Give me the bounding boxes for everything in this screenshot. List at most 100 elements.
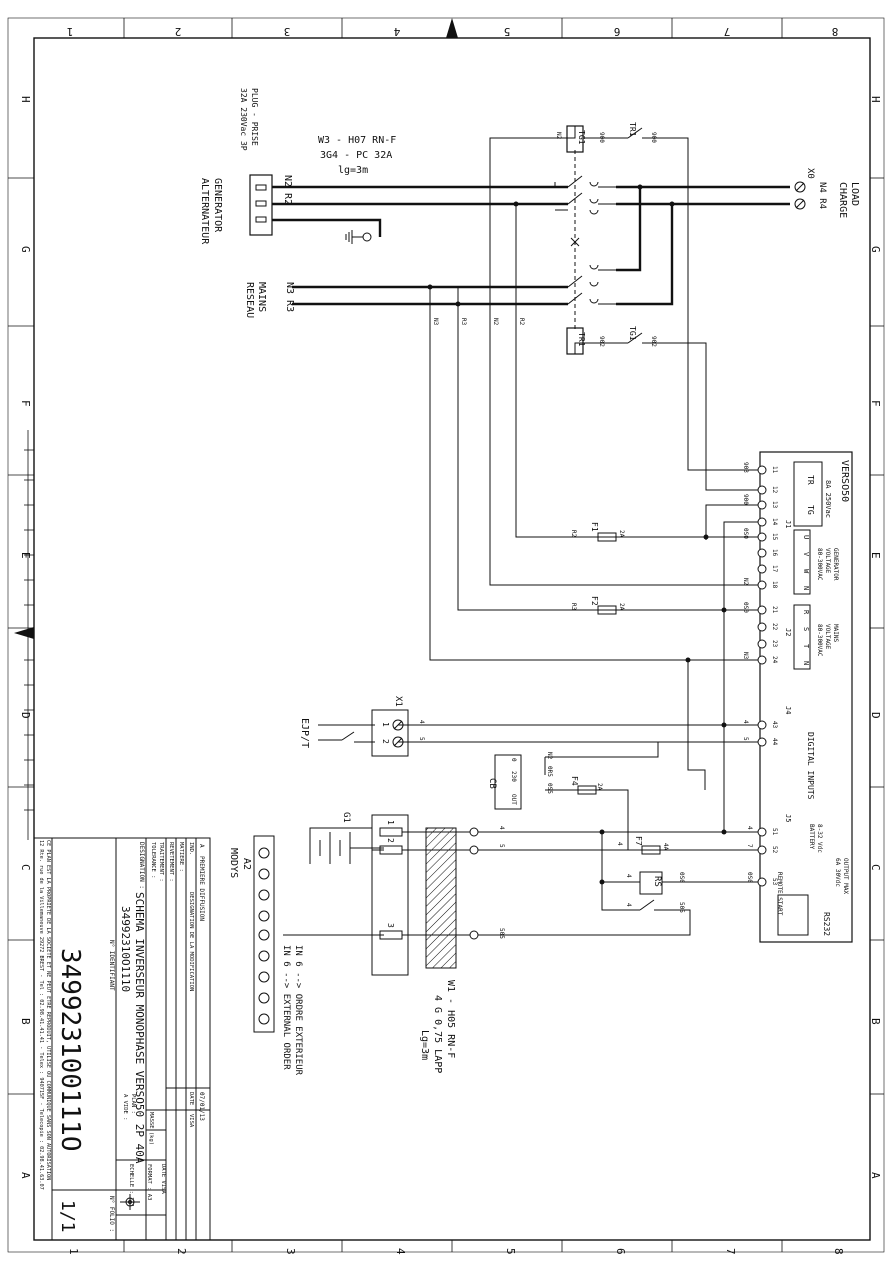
modys-a2-label: A2 (241, 858, 252, 870)
ruler-top-5: 5 (504, 25, 511, 38)
verso-gen-u: U (802, 535, 810, 539)
wire-4-g: 4 (625, 874, 632, 878)
earth-symbol (345, 230, 372, 244)
tb-designation-label: DESIGNATION : (138, 842, 145, 889)
load-label-2: CHARGE (837, 182, 848, 218)
load-terminals-label: N4 R4 (817, 182, 827, 209)
cable-w3-line-1: W3 - H07 RN-F (318, 135, 396, 146)
conn-term-2: 2 (386, 838, 395, 843)
ruler-top-1: 1 (67, 25, 74, 38)
x1-label: X1 (393, 696, 403, 707)
verso-j1: J1 (784, 520, 792, 528)
ruler-top-3: 3 (284, 25, 291, 38)
ruler-left-C: C (19, 864, 32, 871)
ejp-label: EJP/T (299, 718, 310, 748)
ruler-side-right: H G F E D C B A (869, 96, 882, 1179)
fuse-f3-label: F4 (570, 776, 579, 786)
wire-902-b: 902 (650, 336, 657, 347)
verso-relay-tr: TR (806, 475, 815, 485)
verso-battery-1: 8-32 Vdc (816, 824, 823, 853)
wire-4-f: 4 (616, 842, 623, 846)
conn-term-3: 3 (386, 923, 395, 928)
modys-terminals (258, 847, 270, 1025)
wire-4-d: 4 (746, 826, 753, 830)
power-busbars (272, 185, 790, 306)
wire-n2-v: N2 (492, 318, 499, 326)
term-22: 22 (771, 623, 778, 631)
verso-rating: 8A 250Vac (824, 480, 832, 518)
verso-mains-voltage-1: MAINS (832, 624, 839, 642)
wire-0s0-d: 0S0 (746, 872, 753, 883)
wire-5-c: 5 (498, 844, 505, 848)
generator-label-2: ALTERNATEUR (199, 178, 210, 245)
wire-0s5: 0S5 (546, 783, 553, 794)
tb-matiere: MATIERE : (178, 842, 184, 872)
wire-n2-cb: N2 (546, 752, 553, 760)
tb-date: DATE (188, 1092, 194, 1105)
cable-w1-line-3: Lg=3m (419, 1030, 430, 1060)
rs232-connector (777, 894, 809, 936)
tb-rev-a-text: PREMIERE DIFFUSION (198, 856, 205, 921)
fuse-f1: F1 2A (590, 522, 625, 542)
ruler-bottom-5: 5 (504, 1248, 517, 1255)
term-51: 51 (771, 828, 778, 836)
tb-tolerance: TOLERANCE : (150, 842, 156, 878)
ruler-bottom-3: 3 (284, 1248, 297, 1255)
ruler-top-8: 8 (832, 25, 839, 38)
ruler-bottom: 1 2 3 4 5 6 7 8 (67, 1248, 845, 1255)
wire-n3-r: N3 (742, 652, 749, 660)
battery-g1 (309, 827, 384, 864)
ruler-bottom-8: 8 (832, 1248, 845, 1255)
ruler-right-B: B (869, 1018, 882, 1025)
ruler-top: 1 2 3 4 5 6 7 8 (67, 25, 839, 38)
ruler-right-C: C (869, 864, 882, 871)
cable-w1-line-1: W1 - H05 RN-F (445, 980, 456, 1058)
title-block (33, 837, 211, 1241)
wire-tg1-bottom: TG1 (628, 326, 637, 341)
mains-terminals-label: N3 R3 (284, 282, 295, 312)
tb-revetement: REVETEMENT : (168, 842, 174, 882)
tb-traitement: TRAITEMENT : (158, 842, 164, 882)
verso-output-2: 6A 30Vdc (834, 858, 841, 887)
fuse-f3-rating: 2A (596, 783, 603, 791)
cb-term-0: 0 (510, 758, 517, 762)
rs-relay (639, 871, 663, 895)
cable-w1-hatch (425, 827, 457, 969)
tb-rev-a: A (198, 844, 205, 848)
verso-mains-n: N (802, 661, 810, 665)
verso-j4: J4 (784, 706, 792, 714)
term-12: 12 (771, 486, 778, 494)
tb-modif: DESIGNATION DE LA MODIFICATION (188, 892, 194, 991)
plug-label-2: 32A 230Vac 3P (239, 88, 248, 151)
verso-output-1: OUTPUT MAX (842, 858, 849, 895)
ruler-left-H: H (19, 96, 32, 103)
fuse-f1-label: F1 (590, 522, 599, 532)
ruler-left-G: G (19, 246, 32, 253)
wire-r2-f1: R2 (570, 530, 577, 538)
ruler-left-D: D (19, 712, 32, 719)
g1-label: G1 (341, 812, 351, 823)
tb-code: 34992310O1110 (119, 906, 132, 992)
ruler-right-F: F (869, 400, 882, 407)
mains-label-1: MAINS (256, 282, 267, 312)
x1-term-1: 1 (381, 722, 390, 727)
x1-terminal-block (371, 709, 409, 757)
wire-902-a: 902 (598, 336, 605, 347)
tb-format: FORMAT : A3 (146, 1164, 152, 1200)
fuse-f7-rating: 4A (662, 843, 669, 851)
conn-term-1: 1 (386, 820, 395, 825)
fuse-f2-label: F2 (590, 596, 599, 606)
verso-title: VERSO50 (839, 460, 850, 502)
wire-r3-f2: R3 (570, 603, 577, 611)
tb-rev-a-date: 07/01/13 (198, 1092, 205, 1121)
verso-gen-voltage-1: GENERATOR (832, 548, 839, 581)
tb-folio: 1/1 (57, 1200, 78, 1233)
verso-mains-r: R (802, 610, 810, 615)
tb-a-vide: A VIDE : (122, 1094, 128, 1121)
wire-tr1-top: TR1 (628, 122, 637, 137)
fuse-f7: F7 4A (634, 836, 669, 855)
junction-dots (427, 184, 727, 885)
cable-w3-line-3: lg=3m (338, 165, 368, 176)
ruler-right-E: E (869, 552, 882, 559)
